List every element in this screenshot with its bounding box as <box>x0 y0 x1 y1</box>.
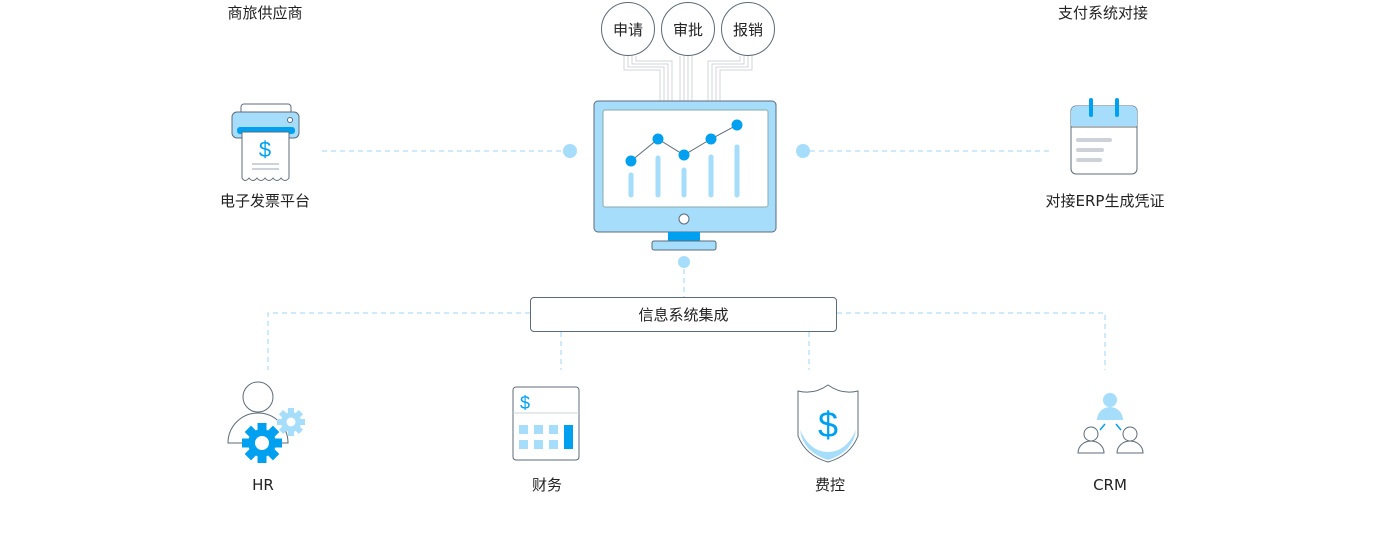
expense-control-shield-icon: $ <box>797 384 859 463</box>
label-payment-integration: 支付系统对接 <box>1057 4 1149 22</box>
erp-calendar-icon <box>1070 98 1138 175</box>
circle-approve: 审批 <box>661 2 715 56</box>
hr-icon <box>227 381 305 463</box>
svg-text:$: $ <box>259 137 271 162</box>
label-expense-control: 费控 <box>814 476 846 494</box>
invoice-printer-icon: $ <box>231 103 300 181</box>
crm-icon <box>1077 393 1144 454</box>
circle-reimburse: 报销 <box>721 2 775 56</box>
label-travel-supplier: 商旅供应商 <box>227 4 303 22</box>
integration-box: 信息系统集成 <box>530 297 837 332</box>
connector-dot-bottom <box>678 256 690 268</box>
label-hr: HR <box>252 476 274 494</box>
monitor-icon <box>593 100 777 251</box>
label-erp: 对接ERP生成凭证 <box>1045 192 1165 210</box>
circle-apply: 申请 <box>601 2 655 56</box>
connector-dot-right <box>796 144 810 158</box>
label-finance: 财务 <box>531 476 563 494</box>
finance-icon: $ <box>512 386 580 461</box>
svg-text:$: $ <box>520 393 530 413</box>
label-crm: CRM <box>1093 476 1127 494</box>
label-invoice-platform: 电子发票平台 <box>219 192 311 210</box>
circuit-lines <box>623 56 753 101</box>
connector-lines <box>267 150 1106 370</box>
connector-dot-left <box>563 144 577 158</box>
svg-text:$: $ <box>818 404 838 445</box>
